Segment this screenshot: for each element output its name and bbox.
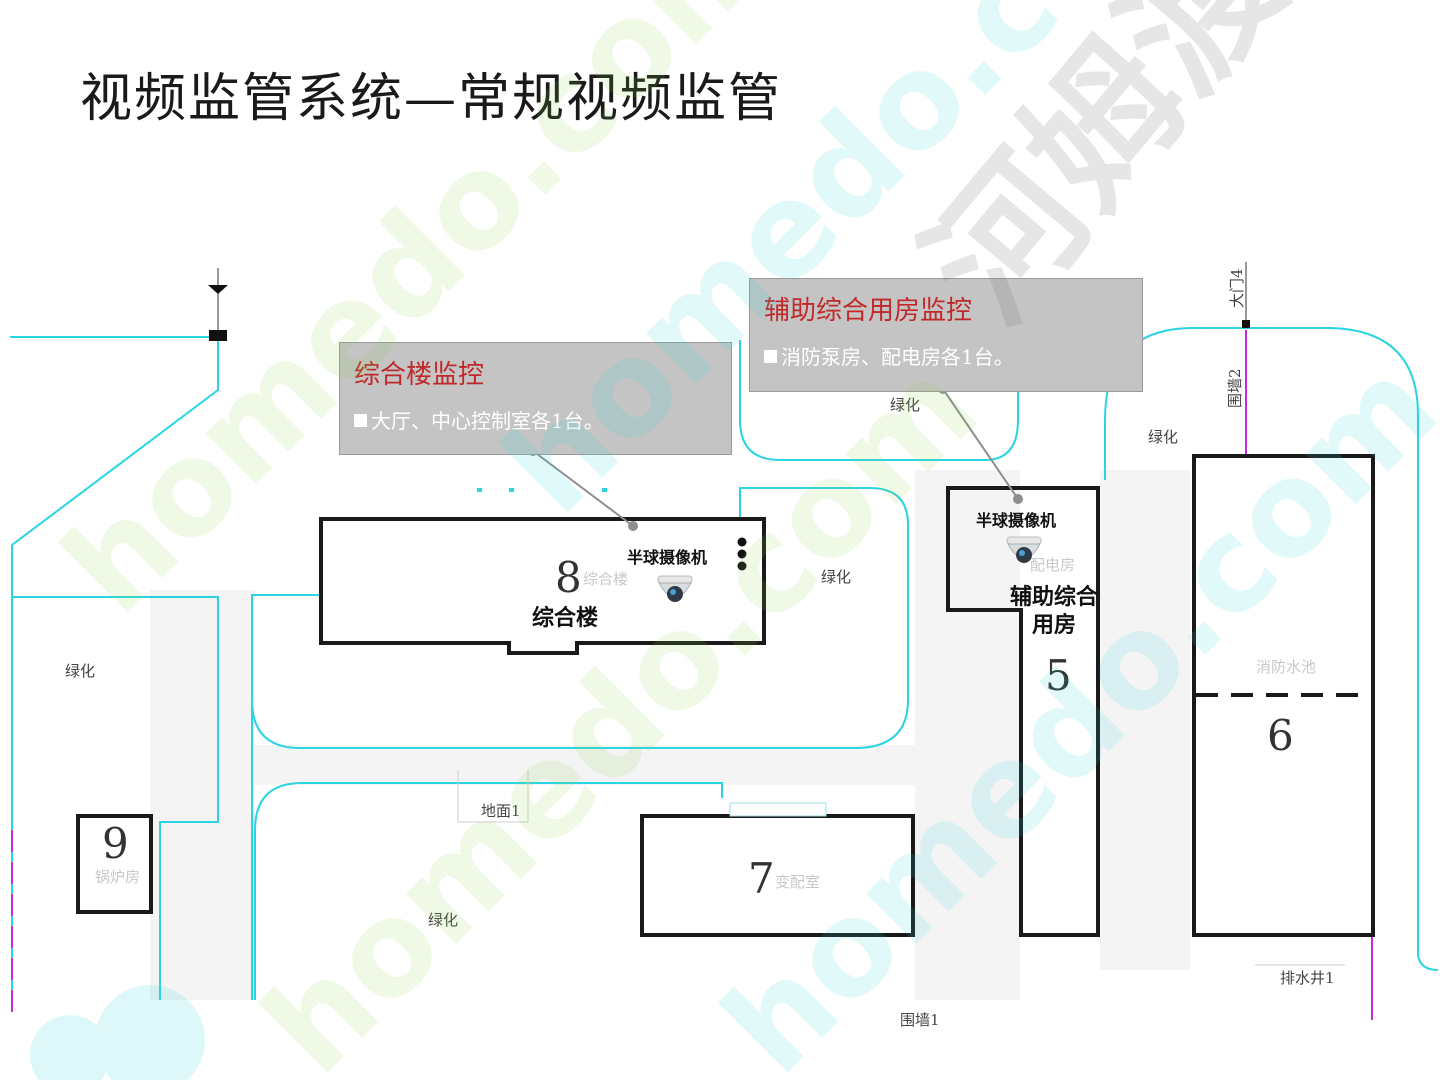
area-label: 绿化 [890, 396, 920, 414]
building-number: 6 [1267, 711, 1294, 760]
boundary-lines [11, 330, 1373, 1020]
gate-marker [208, 262, 1250, 341]
building-7-entrance [729, 802, 827, 817]
callout-title: 辅助综合用房监控 [764, 296, 973, 326]
vertical-dots [737, 537, 747, 571]
building-number: 9 [102, 819, 129, 868]
callout-item-text: 大厅、中心控制室各1台。 [371, 409, 604, 433]
page-title: 视频监管系统—常规视频监管 [80, 69, 783, 129]
ground-label: 地面1 [481, 802, 521, 820]
area-label: 绿化 [1148, 428, 1178, 446]
faint-label: 变配室 [775, 873, 820, 891]
wall-1-label: 围墙1 [900, 1011, 940, 1029]
dome-camera-icon [1006, 536, 1042, 563]
faint-building-labels: 综合楼 配电房 消防水池 变配室 锅炉房 [95, 556, 1316, 891]
callout-fuzhu: 辅助综合用房监控 消防泵房、配电房各1台。 [749, 278, 1143, 392]
building-8-outline [319, 517, 766, 655]
bullet-square-icon [764, 350, 777, 363]
marker-dots [477, 488, 607, 492]
building-5-outline [946, 486, 1100, 937]
buildings [76, 454, 1375, 937]
area-label: 绿化 [65, 662, 95, 680]
building-numbers: 8 5 6 7 9 [102, 553, 1294, 903]
building-number: 7 [748, 854, 775, 903]
building-name: 辅助综合 用房 [1009, 585, 1098, 638]
building-name: 综合楼 [531, 606, 598, 631]
dome-camera-icon [657, 575, 693, 602]
faint-label: 配电房 [1030, 556, 1075, 574]
area-label: 绿化 [428, 911, 458, 929]
callout-item-text: 消防泵房、配电房各1台。 [781, 345, 1014, 369]
wall-2-label: 围墙2 [1226, 368, 1244, 408]
building-9-outline [76, 814, 153, 914]
camera-label: 半球摄像机 [627, 548, 708, 567]
area-labels: 绿化 绿化 绿化 绿化 绿化 [65, 396, 1178, 929]
building-number: 8 [555, 553, 582, 602]
misc-labels: 地面1 排水井1 围墙1 围墙2 大门4 [481, 268, 1335, 1029]
faint-label: 消防水池 [1256, 658, 1316, 676]
bullet-square-icon [354, 414, 367, 427]
callout-item: 消防泵房、配电房各1台。 [764, 341, 1128, 370]
callout-item: 大厅、中心控制室各1台。 [354, 405, 717, 434]
ground-marker [457, 770, 529, 823]
callout-zonghelou: 综合楼监控 大厅、中心控制室各1台。 [339, 342, 732, 455]
area-label: 绿化 [821, 568, 851, 586]
faint-label: 综合楼 [583, 570, 628, 588]
paved-area [150, 470, 1190, 1000]
building-6-outline [1192, 454, 1375, 937]
gate-4-label: 大门4 [1228, 268, 1246, 308]
faint-label: 锅炉房 [95, 868, 140, 886]
callout-title: 综合楼监控 [354, 360, 485, 390]
camera-label: 半球摄像机 [976, 511, 1057, 530]
drain-well-label: 排水井1 [1280, 969, 1335, 987]
building-number: 5 [1045, 651, 1072, 700]
